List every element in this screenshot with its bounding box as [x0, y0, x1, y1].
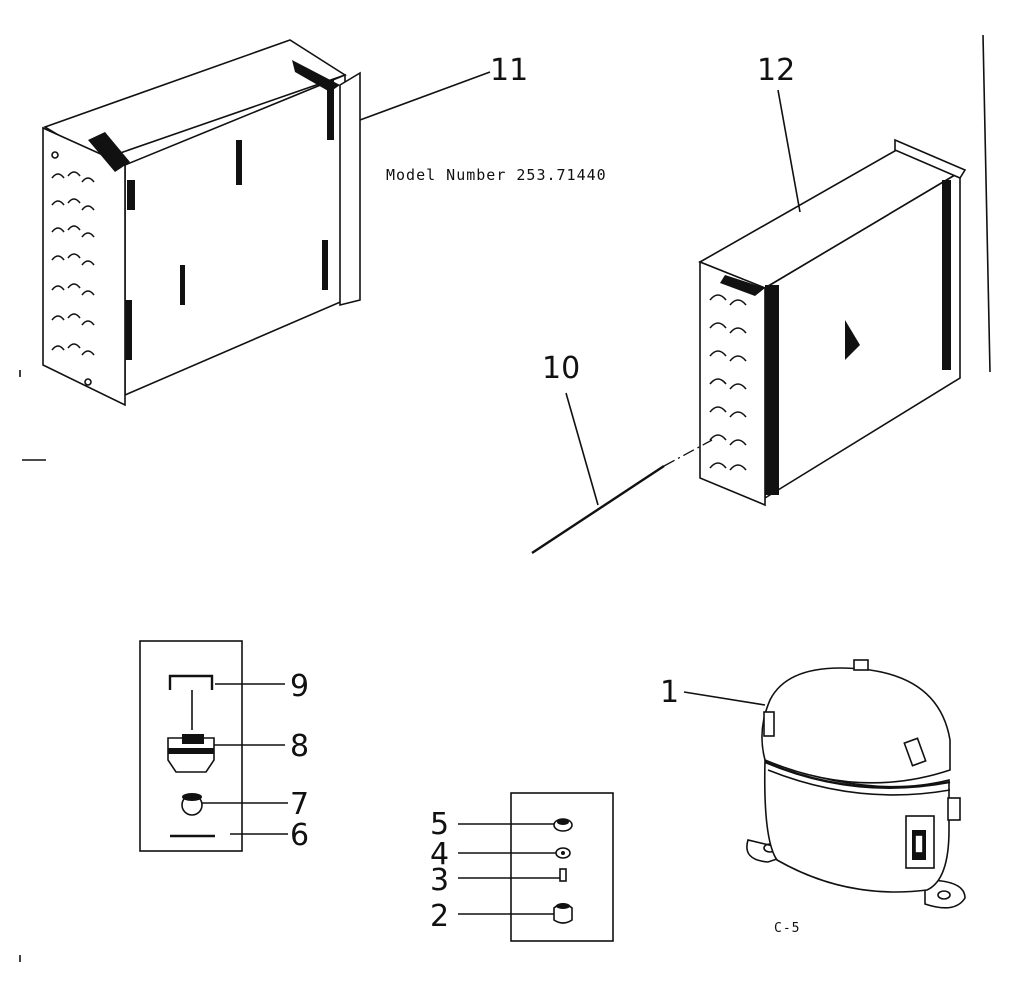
relay-panel-parts-6-9: [139, 640, 288, 852]
evaporator-coil-part-12: [698, 89, 967, 507]
grommet-panel-parts-2-5: [458, 792, 614, 942]
callout-4: 4: [430, 837, 449, 872]
callout-12: 12: [757, 53, 795, 88]
condenser-coil-part-11: [42, 39, 491, 407]
callout-7: 7: [290, 787, 309, 822]
callout-3: 3: [430, 863, 449, 898]
callout-8: 8: [290, 729, 309, 764]
rod-part-10: [531, 392, 713, 555]
callout-10: 10: [542, 351, 580, 386]
callout-6: 6: [290, 818, 309, 853]
callout-1: 1: [660, 675, 679, 710]
callout-9: 9: [290, 669, 309, 704]
callout-2: 2: [430, 899, 449, 934]
model-number-label: Model Number 253.71440: [386, 166, 607, 184]
callout-11: 11: [490, 53, 528, 88]
compressor-part-1: [683, 659, 966, 909]
figure-code: C-5: [774, 921, 800, 936]
page-border-line: [982, 34, 991, 373]
callout-5: 5: [430, 807, 449, 842]
